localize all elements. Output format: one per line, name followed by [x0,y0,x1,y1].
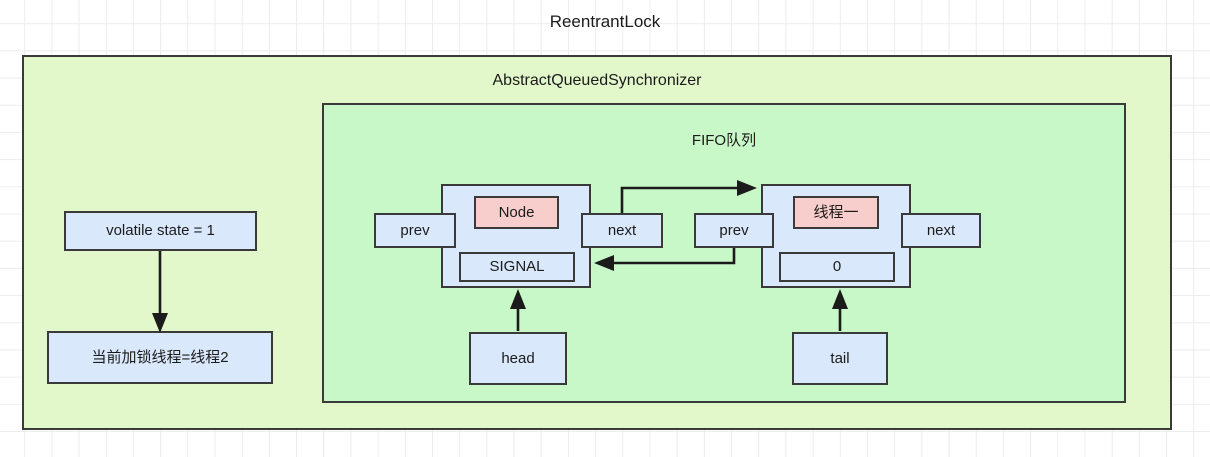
queue-node-1-type: Node [474,196,559,229]
tail-pointer-box: tail [792,332,888,385]
queue-node-2-waitstatus: 0 [779,252,895,282]
queue-node-1-waitstatus: SIGNAL [459,252,575,282]
aqs-container-label: AbstractQueuedSynchronizer [492,72,702,89]
current-lock-owner-box: 当前加锁线程=线程2 [47,331,273,384]
queue-node-1-next: next [581,213,663,248]
head-pointer-box: head [469,332,567,385]
queue-node-2-type: 线程一 [793,196,879,229]
queue-node-2-next: next [901,213,981,248]
volatile-state-box: volatile state = 1 [64,211,257,251]
queue-node-2-prev: prev [694,213,774,248]
fifo-queue-label: FIFO队列 [691,132,757,149]
queue-node-1-prev: prev [374,213,456,248]
page-title: ReentrantLock [549,12,661,31]
